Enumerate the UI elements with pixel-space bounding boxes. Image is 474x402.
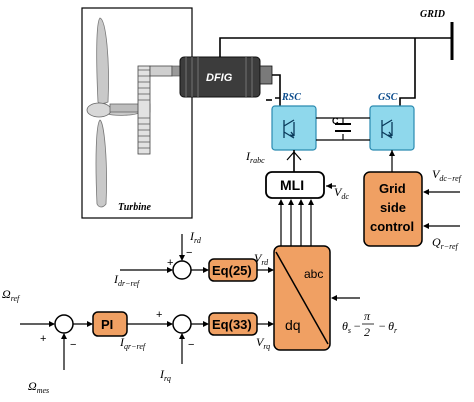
i-rd-label: Ird — [189, 229, 202, 245]
theta-expression: θs− — [342, 319, 361, 335]
gsc-control-line3: control — [370, 219, 414, 234]
v-rd-label: Vrd — [254, 251, 269, 267]
abc-label: abc — [304, 267, 323, 281]
i-rq-label: Irq — [159, 367, 171, 383]
eq25-block[interactable]: Eq(25) — [208, 258, 258, 282]
gsc-control-line2: side — [380, 200, 406, 215]
sum-junction-rd — [172, 260, 192, 280]
v-rq-label: Vrq — [256, 335, 270, 351]
theta-second: −θr — [378, 319, 398, 335]
i-dr-ref-label: Idr−ref — [113, 272, 141, 288]
i-qr-ref-label: Iqr−ref — [119, 335, 147, 351]
sum-junction-omega — [54, 314, 74, 334]
eq25-label: Eq(25) — [212, 263, 252, 278]
sum-rd-minus: − — [186, 247, 192, 259]
rsc-label: RSC — [281, 92, 301, 103]
eq33-label: Eq(33) — [212, 317, 252, 332]
sum-rq-minus: − — [188, 339, 194, 351]
gsc-control-line1: Grid — [379, 181, 406, 196]
theta-two: 2 — [364, 325, 370, 339]
gsc-label: GSC — [378, 92, 398, 103]
q-r-ref-label: Qr−ref — [432, 235, 460, 251]
sum-rd-plus: + — [167, 257, 173, 269]
sum-junction-rq — [172, 314, 192, 334]
grid-label: GRID — [420, 9, 445, 20]
omega-ref-label: Ωref — [2, 287, 21, 303]
blade-bottom — [95, 119, 107, 208]
rsc-converter: RSC — [271, 92, 317, 151]
v-dc-label: Vdc — [334, 185, 349, 201]
dfig-label: DFIG — [206, 72, 233, 84]
grid-connection: GRID — [219, 9, 454, 112]
turbine-label: Turbine — [118, 202, 152, 213]
sum-rq-plus: + — [156, 309, 162, 321]
mli-label: MLI — [280, 177, 304, 193]
dc-link: C — [316, 116, 370, 141]
theta-pi: π — [364, 309, 371, 323]
pi-controller-block[interactable]: PI — [92, 311, 128, 337]
grid-side-control-block[interactable]: Grid side control — [363, 171, 423, 247]
mli-block[interactable]: MLI — [265, 171, 325, 199]
v-dc-ref-label: Vdc−ref — [432, 167, 463, 183]
gearbox — [137, 65, 151, 155]
capacitor-label: C — [332, 116, 339, 126]
eq33-block[interactable]: Eq(33) — [208, 312, 258, 336]
sum-omega-plus: + — [40, 333, 46, 345]
dq-label: dq — [285, 317, 301, 333]
dfig-machine: DFIG — [179, 56, 273, 98]
i-rabc-label: Irabc — [245, 149, 265, 165]
dq-abc-transform-block[interactable]: abc dq — [273, 245, 331, 351]
hub — [86, 102, 112, 118]
turbine-panel: Turbine — [81, 7, 193, 219]
pi-label: PI — [101, 317, 113, 332]
omega-mes-label: Ωmes — [28, 379, 49, 395]
sum-omega-minus: − — [70, 339, 76, 351]
gsc-converter: GSC — [369, 92, 415, 151]
